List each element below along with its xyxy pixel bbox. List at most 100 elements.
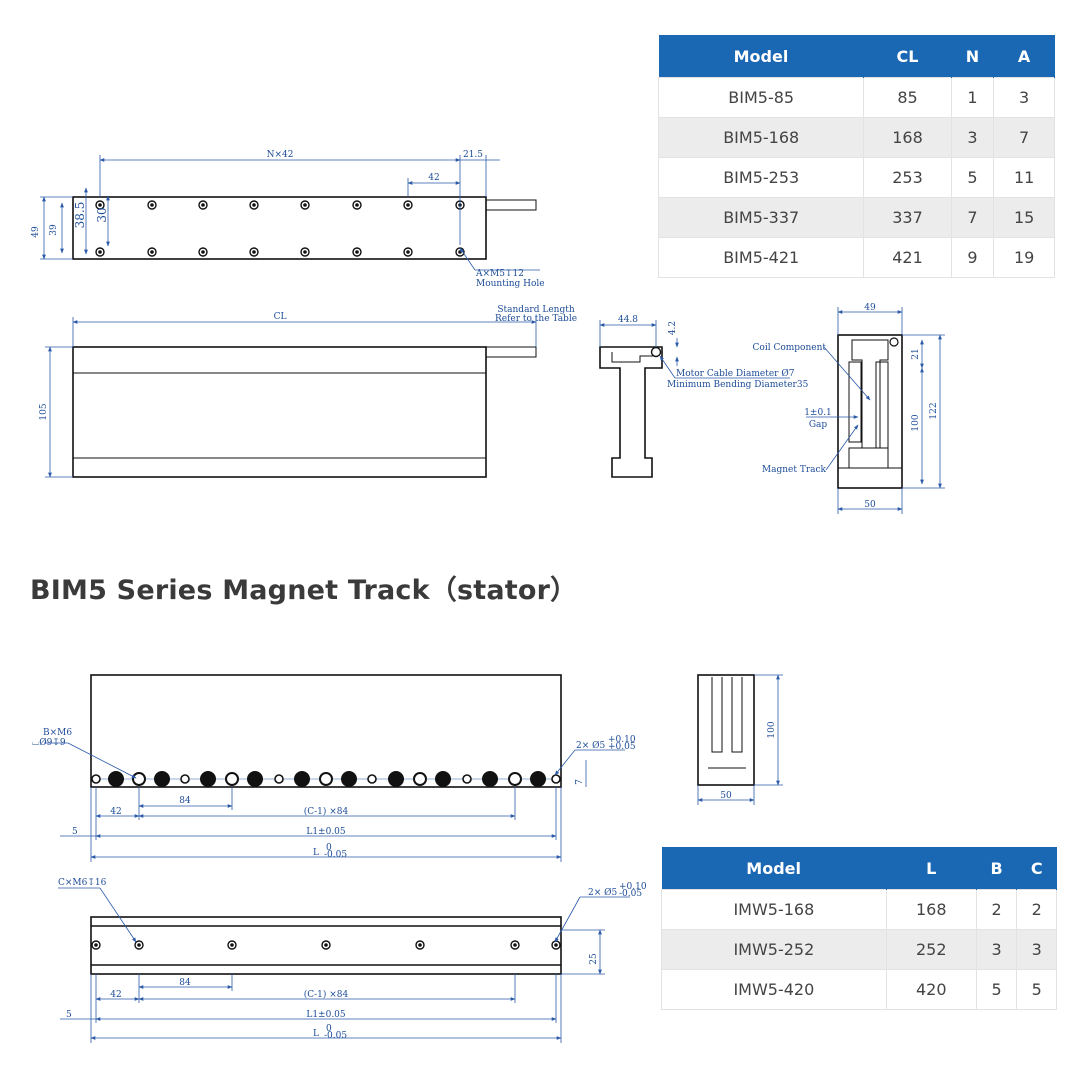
b-counterbore: ⌴Ø9↧9 (32, 737, 66, 748)
table-cell: 168 (885, 889, 977, 930)
dim-7: 7 (575, 779, 585, 785)
table-cell: 1 (950, 77, 995, 118)
mounting-hole (352, 200, 362, 210)
track-body-front (90, 674, 562, 788)
track-side-50: 50 (720, 791, 732, 801)
pin-tol-plus-front: +0.10 (608, 735, 636, 745)
coil-front-view: CL Standard Length Refer to the Table 10… (39, 305, 577, 478)
table-cell: 5 (975, 969, 1018, 1010)
mounting-hole (95, 247, 105, 257)
table-cell: 3 (1016, 929, 1057, 970)
section-title: BIM5 Series Magnet Track（stator） (30, 575, 578, 606)
mounting-hole-spec: A×M5↧12 (475, 269, 524, 279)
dim-cl: CL (274, 312, 287, 322)
mounting-hole (403, 247, 413, 257)
dim-42-front: 42 (110, 807, 121, 817)
table-cell: IMW5-252 (661, 929, 887, 970)
coil-top-view: N×42 21.5 42 49 39 38.5 30 A×M5↧12 Mount… (31, 150, 545, 289)
assembly-side-view: 49 50 21 100 122 Coil Component 1±0.1 Ga… (753, 303, 945, 514)
table-cell: BIM5-253 (657, 157, 865, 198)
mounting-hole (249, 247, 259, 257)
standard-length-label: Standard Length (497, 305, 574, 315)
dim-38-5: 38.5 (73, 202, 87, 229)
table-cell: 337 (863, 197, 952, 238)
gap-label: Gap (809, 420, 828, 430)
l-tol-lower-top: -0.05 (324, 1031, 347, 1041)
table-cell: 3 (950, 117, 995, 158)
pin-tol-minus-top: -0.05 (619, 889, 642, 899)
table-cell: IMW5-168 (661, 889, 887, 930)
magnet-row (91, 771, 561, 787)
table-cell: 2 (975, 889, 1018, 930)
table-cell: 5 (1016, 969, 1057, 1010)
mounting-hole (352, 247, 362, 257)
l-tol-upper-front: 0 (326, 843, 332, 853)
mounting-hole (415, 940, 425, 950)
dim-84-front: 84 (179, 796, 191, 806)
mounting-hole (300, 247, 310, 257)
mounting-hole (198, 247, 208, 257)
track-top-view: C×M6↧16 2× Ø5 +0.10 -0.05 25 84 42 (C-1)… (58, 878, 647, 1043)
track-side-100: 100 (767, 721, 777, 738)
cable-stub-front (485, 346, 537, 358)
cable-outlet (650, 346, 662, 358)
coil-profile (599, 346, 663, 478)
coil-component-label: Coil Component (753, 343, 827, 353)
table-cell: 252 (885, 929, 977, 970)
l1-front: L1±0.05 (306, 827, 346, 837)
magnet-track-label: Magnet Track (762, 465, 827, 475)
cable-diameter-label: Motor Cable Diameter Ø7 (676, 368, 795, 379)
mounting-hole (134, 940, 144, 950)
magnet (435, 771, 451, 787)
dim-39: 39 (49, 224, 59, 236)
track-header-c: C (1016, 847, 1057, 890)
mounting-hole (147, 247, 157, 257)
table-cell: 85 (863, 77, 952, 118)
refer-table-label: Refer to the Table (495, 314, 577, 324)
magnet (180, 774, 190, 784)
dim-n-pitch: N×42 (267, 150, 294, 160)
table-cell: 7 (950, 197, 995, 238)
mounting-hole (198, 200, 208, 210)
mounting-hole (300, 200, 310, 210)
magnet (200, 771, 216, 787)
l-tol-upper-top: 0 (326, 1024, 332, 1034)
track-mounting-holes (91, 940, 561, 950)
side-dim-122: 122 (929, 402, 939, 419)
coil-end-profile: 44.8 4.2 Motor Cable Diameter Ø7 Minimum… (599, 315, 809, 478)
side-dim-50: 50 (864, 500, 876, 510)
mounting-hole (147, 200, 157, 210)
track-header-model: Model (661, 847, 887, 890)
mounting-hole (227, 940, 237, 950)
side-dim-49: 49 (864, 303, 876, 313)
mounting-hole (403, 200, 413, 210)
magnet (319, 772, 333, 786)
pin-spec-top: 2× Ø5 (588, 887, 618, 898)
table-cell: 168 (863, 117, 952, 158)
dim-105: 105 (39, 403, 49, 420)
magnet (341, 771, 357, 787)
table-cell: 7 (993, 117, 1055, 158)
l-front: L (313, 848, 319, 858)
track-side-outline (697, 674, 755, 786)
c-pitch-front: (C-1) ×84 (304, 806, 349, 817)
table-cell: 420 (885, 969, 977, 1010)
magnet (530, 771, 546, 787)
b-spec: B×M6 (43, 728, 72, 738)
dim-4-2: 4.2 (668, 321, 678, 335)
coil-body-top (72, 196, 487, 260)
coil-body-front (72, 346, 487, 478)
dim-44-8: 44.8 (618, 315, 638, 325)
table-cell: BIM5-85 (657, 77, 865, 118)
table-cell: BIM5-421 (657, 237, 865, 278)
table-cell: 3 (993, 77, 1055, 118)
magnet (294, 771, 310, 787)
coil-header-a: A (993, 35, 1055, 78)
magnet (508, 772, 522, 786)
